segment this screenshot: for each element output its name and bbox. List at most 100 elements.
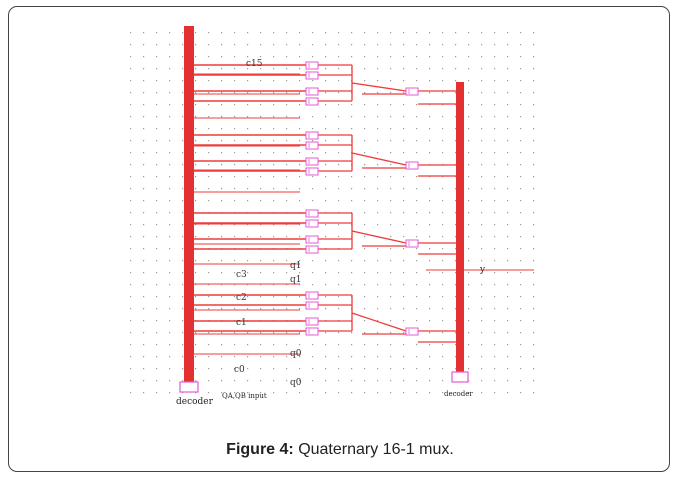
grid-dot (351, 260, 353, 262)
grid-dot (169, 236, 171, 238)
grid-dot (481, 224, 483, 226)
grid-dot (234, 56, 236, 58)
grid-dot (377, 164, 379, 166)
grid-dot (182, 212, 184, 214)
grid-dot (377, 284, 379, 286)
grid-dot (234, 344, 236, 346)
grid-dot (416, 224, 418, 226)
grid-dot (286, 68, 288, 70)
grid-dot (468, 368, 470, 370)
grid-dot (351, 188, 353, 190)
grid-dot (429, 380, 431, 382)
grid-dot (377, 44, 379, 46)
grid-dot (195, 392, 197, 394)
grid-dot (221, 32, 223, 34)
grid-dot (533, 116, 535, 118)
grid-dot (156, 44, 158, 46)
grid-dot (377, 188, 379, 190)
grid-dot (130, 320, 132, 322)
grid-dot (455, 32, 457, 34)
grid-dot (429, 308, 431, 310)
grid-dot (403, 284, 405, 286)
grid-dot (442, 380, 444, 382)
grid-dot (338, 44, 340, 46)
right-decoder-bus (456, 82, 464, 372)
grid-dot (130, 344, 132, 346)
grid-dot (182, 272, 184, 274)
wire (351, 312, 407, 332)
grid-dot (182, 380, 184, 382)
grid-dot (468, 68, 470, 70)
grid-dot (312, 272, 314, 274)
grid-dot (325, 296, 327, 298)
label-q0a: q0 (290, 349, 302, 359)
mux-schematic: c15 q1 c3 q1 c2 c1 q0 c0 q0 y decoder QA… (130, 26, 535, 407)
grid-dot (351, 380, 353, 382)
grid-dot (455, 368, 457, 370)
grid-dot (416, 32, 418, 34)
grid-dot (273, 344, 275, 346)
grid-dot (312, 200, 314, 202)
grid-dot (195, 224, 197, 226)
grid-dot (273, 32, 275, 34)
grid-dot (169, 140, 171, 142)
grid-dot (507, 176, 509, 178)
grid-dot (442, 80, 444, 82)
grid-dot (286, 284, 288, 286)
grid-dot (364, 260, 366, 262)
grid-dot (169, 272, 171, 274)
grid-dot (221, 308, 223, 310)
grid-dot (273, 380, 275, 382)
grid-dot (169, 296, 171, 298)
grid-dot (169, 176, 171, 178)
grid-dot (286, 332, 288, 334)
grid-dot (533, 320, 535, 322)
grid-dot (481, 80, 483, 82)
grid-dot (299, 224, 301, 226)
grid-dot (468, 356, 470, 358)
grid-dot (286, 236, 288, 238)
grid-dot (312, 140, 314, 142)
grid-dot (455, 188, 457, 190)
grid-dot (364, 380, 366, 382)
grid-dot (429, 128, 431, 130)
grid-dot (312, 152, 314, 154)
grid-dot (247, 344, 249, 346)
grid-dot (455, 200, 457, 202)
grid-dot (338, 332, 340, 334)
grid-dot (260, 116, 262, 118)
grid-dot (299, 68, 301, 70)
grid-dot (273, 296, 275, 298)
grid-dot (260, 260, 262, 262)
grid-dot (377, 128, 379, 130)
grid-dot (364, 176, 366, 178)
mux-gate (405, 161, 419, 170)
grid-dot (520, 332, 522, 334)
grid-dot (455, 44, 457, 46)
grid-dot (533, 44, 535, 46)
grid-dot (234, 368, 236, 370)
grid-dot (507, 164, 509, 166)
grid-dot (247, 56, 249, 58)
grid-dot (416, 284, 418, 286)
grid-dot (481, 392, 483, 394)
grid-dot (403, 56, 405, 58)
mux-gate (305, 71, 319, 80)
grid-dot (429, 200, 431, 202)
grid-dot (442, 56, 444, 58)
grid-dot (403, 380, 405, 382)
grid-dot (390, 116, 392, 118)
grid-dot (507, 380, 509, 382)
grid-dot (156, 212, 158, 214)
grid-dot (169, 104, 171, 106)
grid-dot (442, 128, 444, 130)
mux-gate (305, 317, 319, 326)
grid-dot (481, 116, 483, 118)
grid-dot (494, 212, 496, 214)
grid-dot (390, 32, 392, 34)
grid-dot (286, 44, 288, 46)
grid-dot (299, 296, 301, 298)
grid-dot (260, 308, 262, 310)
wires (194, 64, 534, 355)
mux-gate (305, 141, 319, 150)
